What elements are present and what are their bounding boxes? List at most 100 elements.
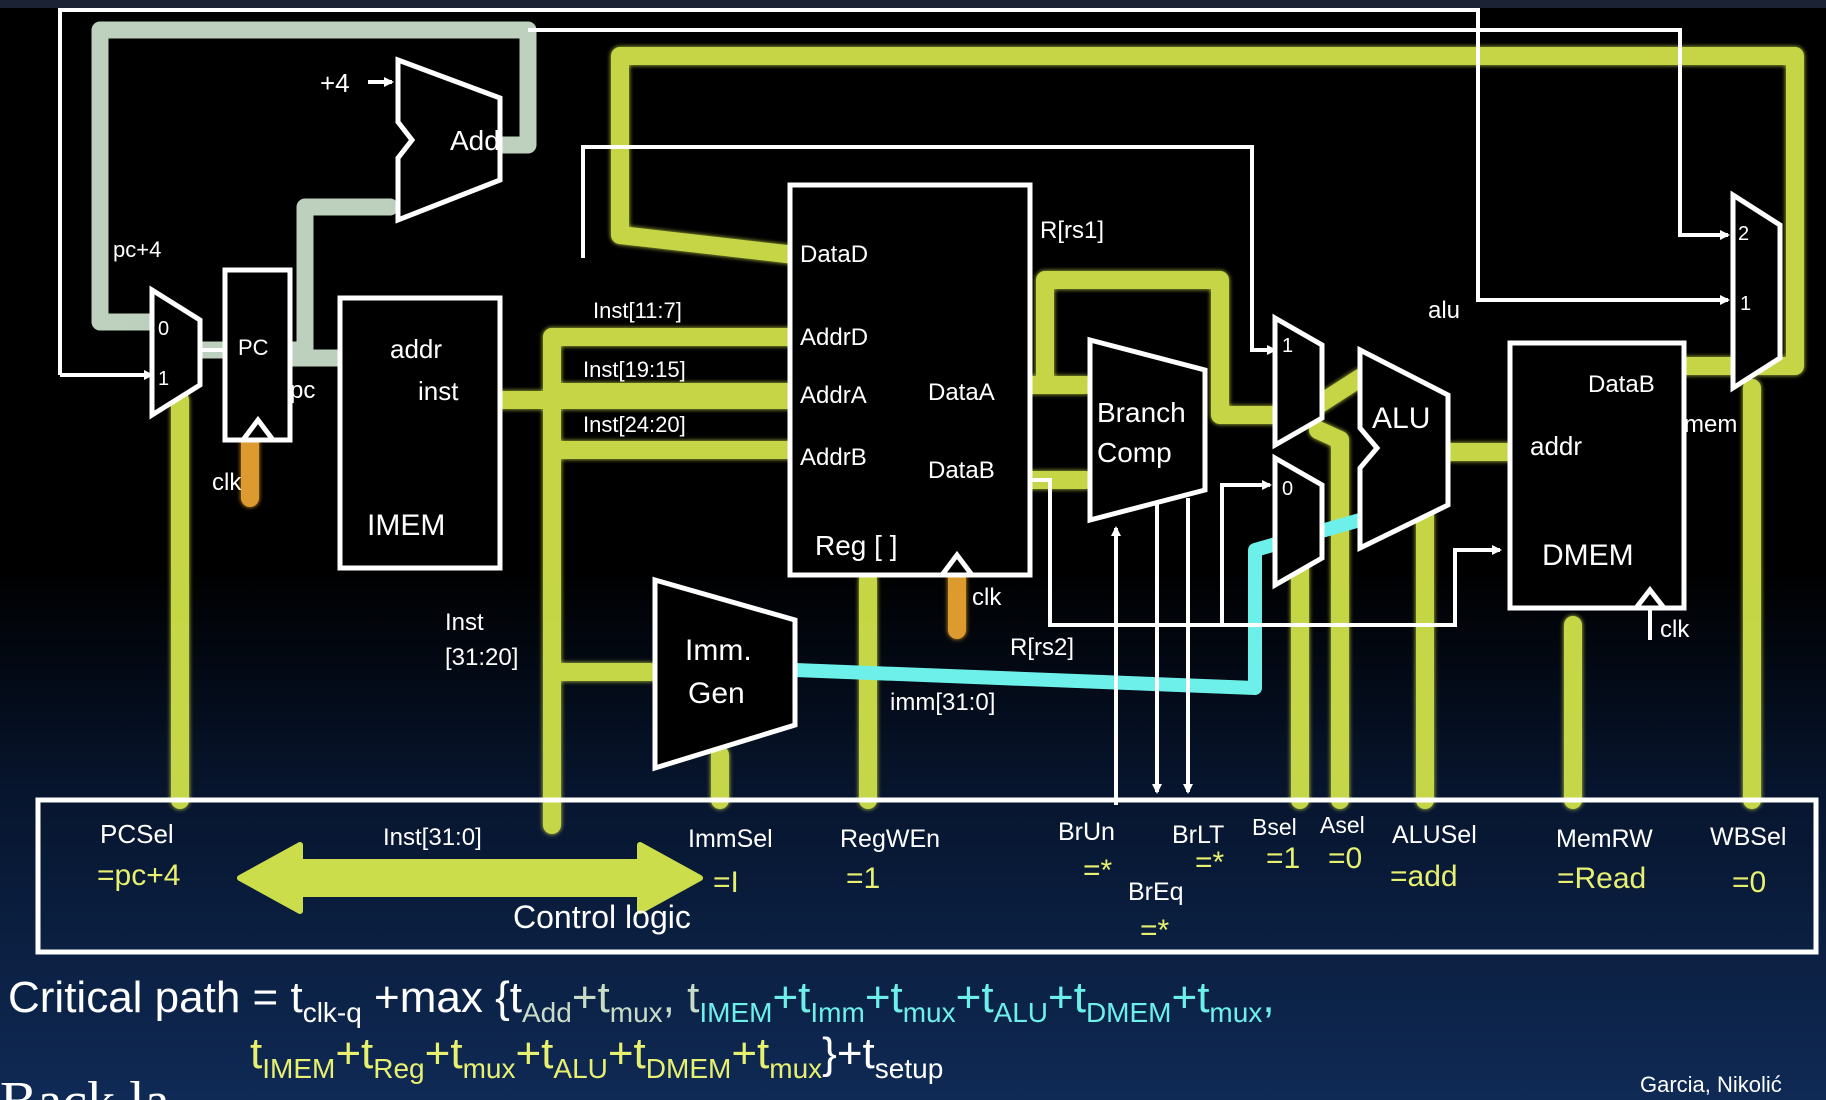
wire-pc-to-rs1 [581,145,1277,355]
asel-value: =0 [1328,842,1362,875]
branch-comp-label-2: Comp [1097,437,1172,468]
reg-data-a-label: DataA [928,379,995,406]
pc-mux-1-label: 1 [158,368,169,390]
inst-11-7-label: Inst[11:7] [593,298,682,323]
mux-b [1272,453,1325,590]
pc-signal-label: pc [290,377,315,404]
control-arrow [237,842,703,914]
imm-label: imm[31:0] [890,689,995,716]
inst-24-20-label: Inst[24:20] [583,412,686,437]
dmem-clk-triangle [1630,585,1670,611]
critical-path-line1: Critical path = tclk-q +max {tAdd+tmux, … [8,973,1275,1028]
inst-19-15-label: Inst[19:15] [583,357,686,382]
reg-name-label: Reg [ ] [815,530,897,561]
brlt-label: BrLT [1172,821,1224,849]
wb-loop-path [611,47,1804,375]
control-logic-label: Control logic [513,899,691,935]
wb-mux [1730,190,1783,393]
asel-label: Asel [1320,812,1365,838]
brlt-value: =* [1195,846,1225,879]
imm-gen-label-1: Imm. [685,634,752,667]
r-rs2-label: R[rs2] [1010,634,1074,661]
alu-signal-label: alu [1428,297,1460,324]
imem-inst-label: inst [418,376,459,406]
title-strip [0,0,1826,8]
reg-addr-a-label: AddrA [800,382,867,409]
reg-clk-triangle [937,550,977,578]
inst-31-0-label: Inst[31:0] [383,824,482,851]
wbsel-label: WBSel [1710,823,1786,851]
dmem-data-b-label: DataB [1588,371,1655,398]
reg-addr-d-label: AddrD [800,324,868,351]
breq-label: BrEq [1128,878,1184,906]
pc-clk-label: clk [212,469,242,496]
mux-a-1-label: 1 [1282,335,1293,357]
bsel-value: =1 [1266,842,1300,875]
pc-clk-triangle [238,415,278,443]
memrw-label: MemRW [1556,825,1653,853]
wb-mux-2-label: 2 [1738,223,1749,245]
credit-label: Garcia, Nikolić [1640,1072,1782,1097]
plus4-label: +4 [320,68,350,98]
wb-mux-1-label: 1 [1740,293,1751,315]
pc-mux-0-label: 0 [158,318,169,340]
inst-31-20-label-b: [31:20] [445,644,518,671]
dmem-block [1507,340,1687,611]
cut-off-text: Back la [0,1071,170,1100]
reg-addr-b-label: AddrB [800,444,867,471]
wire-rs2-to-mux [1030,478,1502,627]
imem-block [337,295,503,571]
critical-path-formula: Critical path = tclk-q +max {tAdd+tmux, … [8,973,1275,1084]
control-logic-box [35,797,1819,955]
add-label: Add [450,125,500,156]
alu-label: ALU [1372,402,1430,435]
dmem-name-label: DMEM [1542,539,1634,572]
wire-rs2-b [1220,480,1272,625]
mux-a [1272,313,1325,450]
white-wires [58,8,1730,805]
alusel-value: =add [1390,860,1458,893]
mux-b-0-label: 0 [1282,478,1293,500]
imm-gen-label-2: Gen [688,677,745,710]
reg-data-d-label: DataD [800,241,868,268]
wire-pc4-to-mux2 [528,28,1730,240]
reg-clk-label: clk [972,584,1002,611]
regwen-label: RegWEn [840,825,940,853]
dmem-clk-label: clk [1660,616,1690,643]
imem-addr-label: addr [390,334,442,364]
brun-label: BrUn [1058,818,1115,846]
reg-file-block [787,182,1033,578]
breq-value: =* [1140,914,1170,947]
reg-data-b-label: DataB [928,457,995,484]
bsel-label: Bsel [1252,814,1297,840]
pc-register [222,267,293,443]
brun-value: =* [1083,854,1113,887]
memrw-value: =Read [1557,862,1646,895]
pc4-loop-path [91,21,537,331]
asel-mux-path [1309,421,1349,449]
pc-mux [149,285,203,420]
inst-31-20-label-a: Inst [445,609,484,636]
imm-gen-block [652,576,798,772]
pcsel-label: PCSel [100,819,174,849]
immsel-label: ImmSel [688,825,773,853]
components [149,56,1783,772]
critical-path-line2: tIMEM+tReg+tmux+tALU+tDMEM+tmux}+tsetup [250,1029,943,1084]
pcsel-value: =pc+4 [97,859,180,892]
mem-signal-label: mem [1684,411,1737,438]
alu-block [1357,345,1451,553]
add-unit [395,56,503,224]
wbsel-value: =0 [1732,866,1766,899]
pc-label: PC [238,335,269,360]
branch-comp-label-1: Branch [1097,397,1186,428]
dmem-addr-label: addr [1530,431,1582,461]
imem-name-label: IMEM [367,509,445,542]
mux-a-to-alu-path [1309,369,1369,414]
wire-top-loop [58,8,1730,375]
branch-comp-block [1087,336,1208,524]
highlight-paths [171,47,1804,834]
regwen-value: =1 [846,862,880,895]
pc-plus4-label: pc+4 [113,237,161,262]
alusel-label: ALUSel [1392,821,1477,849]
